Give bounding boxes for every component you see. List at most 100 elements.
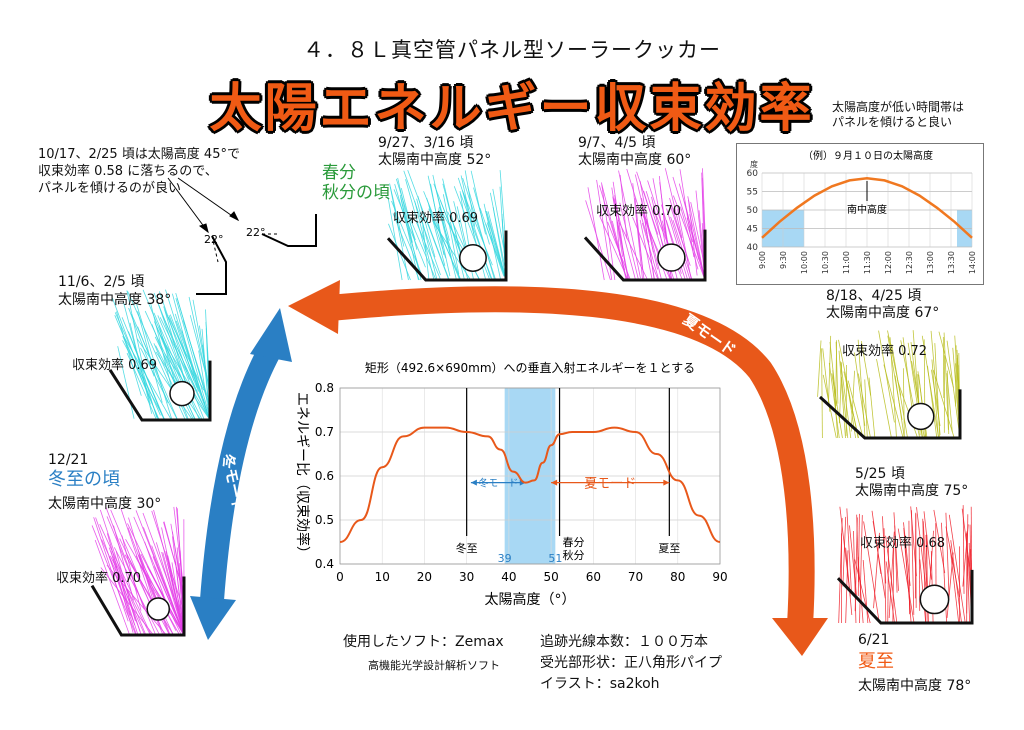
ray-line (462, 177, 497, 281)
ray-line (838, 339, 859, 439)
ray-line (626, 168, 650, 243)
inset-x-tick: 12:00 (884, 251, 893, 274)
ray-line (397, 177, 413, 243)
ray-line (171, 562, 185, 636)
winter-arrowhead-up (250, 308, 292, 362)
summer-arrowhead-down (772, 618, 828, 656)
case-apr-label: 9/7、4/5 頃 太陽南中高度 60° (578, 135, 692, 168)
ray-line (847, 380, 864, 439)
ray-line (965, 533, 971, 624)
inset-note: 太陽高度が低い時間帯は パネルを傾けると良い (832, 100, 965, 129)
ray-line (470, 170, 486, 235)
ray-line (647, 180, 669, 244)
ray-line (440, 217, 457, 281)
ray-line (612, 196, 629, 281)
ray-line (883, 364, 904, 439)
ray-line (115, 551, 136, 622)
receiver-pipe (919, 584, 950, 615)
ray-line (486, 222, 507, 281)
tilt-sketch (167, 177, 317, 295)
collector-may (836, 505, 974, 625)
ray-line (188, 296, 207, 377)
ray-line (943, 332, 949, 430)
ray-line (601, 184, 627, 281)
chart-x-tick: 20 (417, 570, 432, 584)
ray-line (950, 540, 962, 624)
ray-line (946, 340, 961, 439)
ray-line (489, 192, 507, 274)
ray-line (854, 352, 866, 426)
ray-line (903, 539, 912, 624)
ray-line (686, 217, 706, 281)
ray-line (142, 512, 185, 626)
ray-line (159, 334, 211, 421)
ray-line (129, 322, 153, 414)
footer-software-desc: 高機能光学設計解析ソフト (368, 659, 500, 672)
ray-line (106, 564, 167, 636)
ray-line (121, 535, 142, 611)
ray-line (99, 509, 142, 636)
ray-line (946, 552, 954, 618)
ray-line (945, 526, 960, 597)
case-nov-efficiency: 収束効率 0.69 (72, 358, 158, 373)
ray-line (677, 209, 692, 281)
footer-rays: 追跡光線本数：１００万本 (540, 634, 708, 650)
ray-line (389, 186, 409, 281)
ray-line (460, 193, 493, 280)
ray-line (860, 341, 872, 396)
ray-line (142, 289, 173, 361)
chart-vline-label: 春分 (563, 536, 585, 549)
ray-line (840, 361, 852, 439)
ray-line (639, 219, 653, 281)
ray-line (832, 370, 839, 439)
chart-x-tick: 10 (375, 570, 390, 584)
ray-line (618, 170, 641, 279)
ray-line (911, 510, 915, 615)
ray-line (838, 362, 843, 424)
inset-x-tick: 12:30 (905, 251, 914, 274)
inset-peak-label: 南中高度 (847, 203, 887, 216)
ray-line (198, 350, 211, 421)
chart-x-tick: 0 (336, 570, 344, 584)
ray-line (136, 338, 193, 421)
collector-frame (386, 230, 508, 282)
inset-altitude-curve (761, 176, 973, 239)
case-dec-efficiency: 収束効率 0.70 (56, 571, 142, 586)
case-dec-altitude: 太陽南中高度 30° (48, 496, 162, 512)
inset-y-tick: 60 (747, 169, 759, 179)
ray-line (634, 198, 644, 272)
chart-summer-arrow-left (551, 479, 558, 486)
inset-unit: 度 (750, 159, 758, 169)
ray-line (486, 210, 507, 281)
ray-line (892, 547, 895, 624)
chart-band-label: 51 (548, 552, 562, 565)
receiver-pipe (459, 244, 487, 272)
ray-line (127, 523, 182, 636)
ray-line (395, 178, 416, 241)
footer-illust: イラスト：sa2koh (540, 676, 660, 692)
inset-x-tick: 9:30 (779, 251, 788, 269)
ray-line (113, 547, 161, 636)
collector-aug (817, 330, 962, 440)
ray-line (153, 343, 189, 421)
ray-line (113, 525, 134, 601)
ray-line (585, 200, 611, 281)
ray-line (846, 508, 852, 594)
tilt-note: 10/17、2/25 頃は太陽高度 45°で 収束効率 0.58 に落ちるので、… (38, 147, 240, 196)
chart-x-tick: 30 (459, 570, 474, 584)
ray-line (828, 362, 840, 439)
ray-line (888, 531, 895, 619)
inset-x-tick: 10:30 (821, 251, 830, 274)
efficiency-chart: 矩形（492.6×690mm）への垂直入射エネルギーを１とする0.40.50.6… (294, 360, 728, 608)
ray-line (389, 183, 405, 247)
ray-line (948, 514, 966, 624)
ray-line (414, 201, 435, 281)
ray-line (871, 510, 882, 575)
ray-line (140, 347, 178, 421)
inset-x-tick: 11:30 (863, 251, 872, 274)
ray-line (391, 200, 425, 281)
chart-summer-arrow-right (663, 479, 670, 486)
ray-line (641, 222, 660, 281)
ray-line (611, 220, 628, 281)
